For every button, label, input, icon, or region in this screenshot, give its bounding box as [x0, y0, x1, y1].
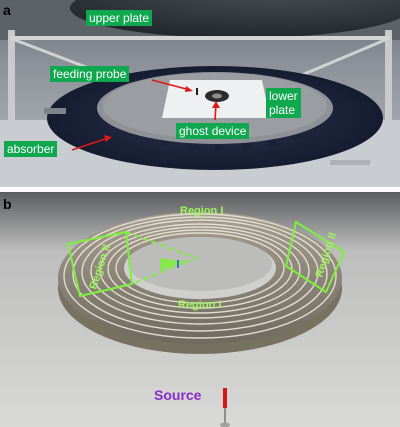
panel-a-arrows [71, 79, 220, 151]
region-i-bottom-label: Region I [178, 299, 221, 311]
source-marker [223, 388, 227, 408]
region-i-top-label: Region I [180, 205, 223, 217]
region-outlines [66, 220, 346, 298]
panel-b-letter: b [3, 196, 12, 212]
center-marker [160, 258, 188, 270]
absorber-label: absorber [4, 141, 58, 157]
feeding-probe-label: feeding probe [50, 66, 130, 82]
panel-b-photo: Region I Region I Region II Region II b … [0, 192, 400, 427]
source-label: Source [154, 387, 202, 403]
upper-plate-label: upper plate [86, 10, 153, 26]
panel-a-scene [0, 0, 400, 187]
lower-plate-label: lower plate [266, 88, 301, 118]
lower-plate-label-line1: lower [269, 89, 298, 103]
panel-a-letter: a [3, 2, 11, 18]
ring-layers [63, 213, 337, 339]
lower-plate-label-line2: plate [269, 103, 296, 117]
panel-b-scene: Region I Region I Region II Region II [0, 192, 400, 427]
panel-a-photo: a upper plate feeding probe lower plate … [0, 0, 400, 187]
ghost-device-label: ghost device [176, 123, 250, 139]
